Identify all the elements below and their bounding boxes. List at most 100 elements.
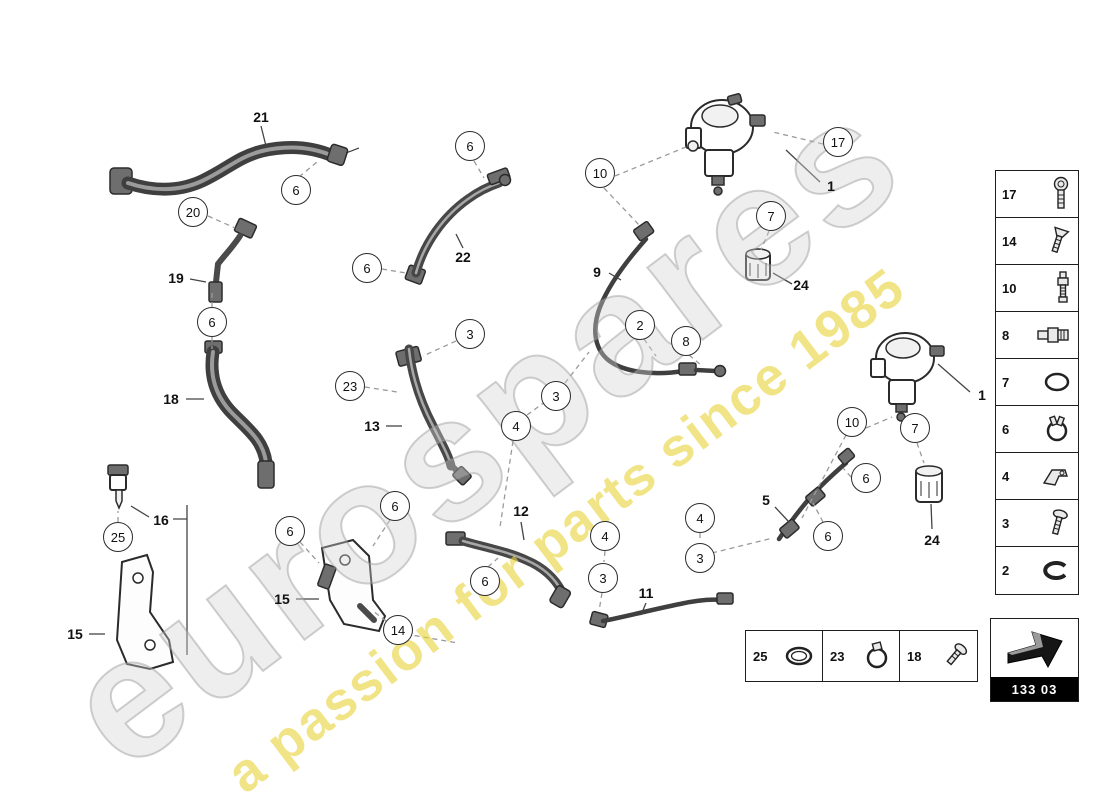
callout-number: 23 <box>342 378 358 394</box>
callout-6[interactable]: 6 <box>851 463 881 493</box>
label-21[interactable]: 21 <box>253 109 269 125</box>
legend-number: 6 <box>1002 421 1010 437</box>
legend-row-10[interactable]: 10 <box>996 265 1078 312</box>
bleeder-valve-icon <box>1054 270 1072 306</box>
callout-6[interactable]: 6 <box>275 516 305 546</box>
callout-number: 17 <box>830 134 846 150</box>
callout-3[interactable]: 3 <box>588 563 618 593</box>
label-11[interactable]: 11 <box>638 585 654 601</box>
legend-number: 14 <box>1002 233 1017 249</box>
callout-6[interactable]: 6 <box>352 253 382 283</box>
callout-17[interactable]: 17 <box>823 127 853 157</box>
legend-cell-18[interactable]: 18 <box>900 631 977 681</box>
callout-6[interactable]: 6 <box>470 566 500 596</box>
threaded-fitting-icon <box>1036 323 1072 347</box>
legend-row-3[interactable]: 3 <box>996 500 1078 547</box>
callout-number: 3 <box>696 550 704 566</box>
callout-number: 8 <box>682 333 690 349</box>
legend-row-2[interactable]: 2 <box>996 547 1078 594</box>
label-16[interactable]: 16 <box>153 512 169 528</box>
callout-14[interactable]: 14 <box>383 615 413 645</box>
label-24[interactable]: 24 <box>924 532 940 548</box>
label-5[interactable]: 5 <box>762 492 770 508</box>
label-15[interactable]: 15 <box>274 591 290 607</box>
callout-7[interactable]: 7 <box>756 201 786 231</box>
callout-4[interactable]: 4 <box>685 503 715 533</box>
callout-23[interactable]: 23 <box>335 371 365 401</box>
legend-row-6[interactable]: 6 <box>996 406 1078 453</box>
callout-6[interactable]: 6 <box>813 521 843 551</box>
callout-number: 2 <box>636 317 644 333</box>
callout-3[interactable]: 3 <box>685 543 715 573</box>
label-1[interactable]: 1 <box>827 178 835 194</box>
label-19[interactable]: 19 <box>168 270 184 286</box>
label-9[interactable]: 9 <box>593 264 601 280</box>
label-22[interactable]: 22 <box>455 249 471 265</box>
hose-clamp-icon <box>862 641 892 671</box>
callout-4[interactable]: 4 <box>501 411 531 441</box>
legend-row-8[interactable]: 8 <box>996 312 1078 359</box>
callout-number: 10 <box>592 165 608 181</box>
callout-4[interactable]: 4 <box>590 521 620 551</box>
callout-2[interactable]: 2 <box>625 310 655 340</box>
callout-7[interactable]: 7 <box>900 413 930 443</box>
callout-number: 10 <box>844 414 860 430</box>
callout-6[interactable]: 6 <box>455 131 485 161</box>
label-15[interactable]: 15 <box>67 626 83 642</box>
callout-number: 6 <box>286 523 294 539</box>
legend-cell-25[interactable]: 25 <box>746 631 823 681</box>
callout-number: 6 <box>862 470 870 486</box>
label-12[interactable]: 12 <box>513 503 529 519</box>
legend-row-7[interactable]: 7 <box>996 359 1078 406</box>
callout-3[interactable]: 3 <box>541 381 571 411</box>
legend-row-4[interactable]: 4 <box>996 453 1078 500</box>
label-13[interactable]: 13 <box>364 418 380 434</box>
callout-20[interactable]: 20 <box>178 197 208 227</box>
label-24[interactable]: 24 <box>793 277 809 293</box>
label-1[interactable]: 1 <box>978 387 986 403</box>
callout-number: 6 <box>824 528 832 544</box>
callout-number: 3 <box>466 326 474 342</box>
diagram-code-box[interactable]: 133 03 <box>990 618 1079 702</box>
callout-number: 6 <box>391 498 399 514</box>
callout-6[interactable]: 6 <box>281 175 311 205</box>
legend-cell-23[interactable]: 23 <box>823 631 900 681</box>
callout-25[interactable]: 25 <box>103 522 133 552</box>
legend-row-14[interactable]: 14 <box>996 218 1078 265</box>
fuel-line-9 <box>593 220 727 378</box>
callout-number: 4 <box>601 528 609 544</box>
legend-row-17[interactable]: 17 <box>996 171 1078 218</box>
legend-number: 2 <box>1002 563 1010 578</box>
seal-ring-icon <box>1040 559 1072 583</box>
hose-clamp-icon <box>1042 415 1072 443</box>
legend-number: 10 <box>1002 280 1017 296</box>
damper-24-right <box>915 465 943 503</box>
o-ring-icon <box>783 643 815 669</box>
damper-24-top <box>745 248 771 281</box>
callout-number: 25 <box>110 529 126 545</box>
diagram-code: 133 03 <box>991 677 1078 701</box>
callout-6[interactable]: 6 <box>380 491 410 521</box>
fuel-pump-right <box>870 332 945 422</box>
screw-icon <box>1044 507 1072 539</box>
callout-number: 6 <box>363 260 371 276</box>
callout-number: 6 <box>208 314 216 330</box>
callout-number: 14 <box>390 622 406 638</box>
callout-10[interactable]: 10 <box>837 407 867 437</box>
callout-3[interactable]: 3 <box>455 319 485 349</box>
legend-number: 3 <box>1002 515 1010 531</box>
label-18[interactable]: 18 <box>163 391 179 407</box>
callout-8[interactable]: 8 <box>671 326 701 356</box>
callout-number: 4 <box>696 510 704 526</box>
countersunk-screw-icon <box>1044 223 1072 259</box>
legend-number: 25 <box>753 648 768 664</box>
retaining-clip-icon <box>1040 463 1072 489</box>
callout-number: 3 <box>599 570 607 586</box>
callout-number: 20 <box>185 204 201 220</box>
fuel-pump-top <box>685 93 766 196</box>
callout-number: 3 <box>552 388 560 404</box>
callout-number: 4 <box>512 418 520 434</box>
callout-6[interactable]: 6 <box>197 307 227 337</box>
callout-10[interactable]: 10 <box>585 158 615 188</box>
